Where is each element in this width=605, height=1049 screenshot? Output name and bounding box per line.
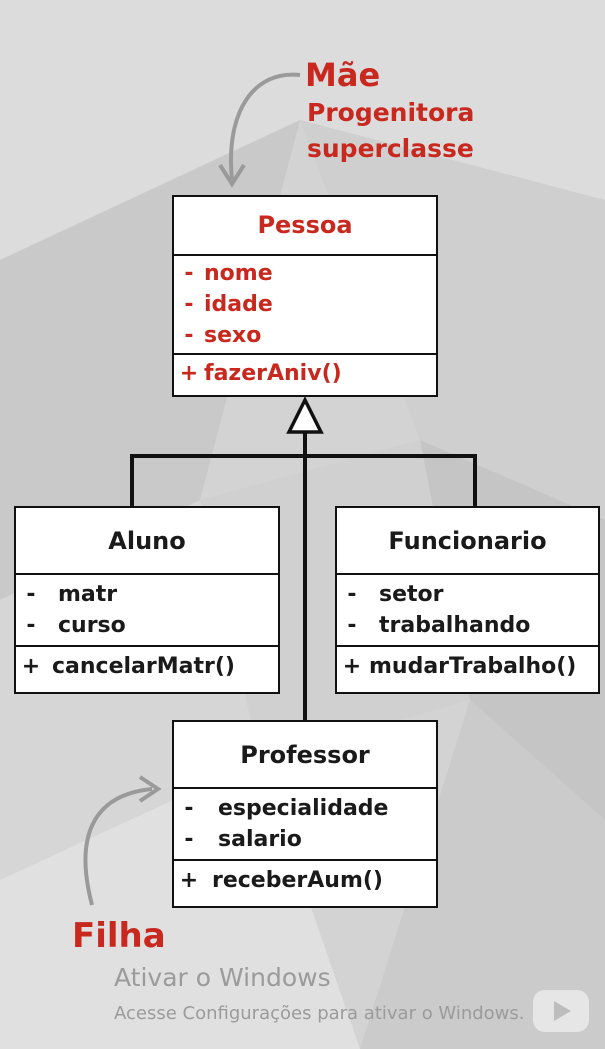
class-pessoa-methods: +fazerAniv() bbox=[174, 355, 436, 389]
attribute-row: -sexo bbox=[184, 323, 262, 348]
child-arrow-icon bbox=[83, 787, 153, 906]
method-row: +fazerAniv() bbox=[179, 361, 342, 386]
method-row: +mudarTrabalho() bbox=[342, 654, 577, 679]
class-funcionario-attributes: -setor -trabalhando bbox=[337, 575, 598, 647]
class-professor-attributes: -especialidade -salario bbox=[174, 789, 436, 861]
child-label: Filha bbox=[72, 916, 166, 956]
child-arrowhead-icon bbox=[138, 775, 162, 803]
class-professor-title: Professor bbox=[174, 722, 436, 789]
class-aluno-attributes: -matr -curso bbox=[16, 575, 278, 647]
attribute-row: -curso bbox=[26, 613, 126, 638]
generalization-triangle-icon bbox=[286, 396, 324, 434]
method-row: +cancelarMatr() bbox=[21, 654, 235, 679]
class-aluno-methods: +cancelarMatr() bbox=[16, 647, 278, 682]
attribute-row: -salario bbox=[184, 827, 302, 852]
class-funcionario: Funcionario -setor -trabalhando +mudarTr… bbox=[335, 506, 600, 694]
progenitor-label: Progenitora bbox=[307, 98, 475, 127]
branch-line bbox=[130, 454, 477, 506]
attribute-row: -matr bbox=[26, 582, 118, 607]
class-professor-methods: +receberAum() bbox=[174, 861, 436, 896]
mother-label: Mãe bbox=[305, 56, 381, 94]
play-icon[interactable] bbox=[533, 990, 589, 1032]
mother-arrow-icon bbox=[229, 72, 301, 181]
attribute-row: -idade bbox=[184, 292, 273, 317]
attribute-row: -trabalhando bbox=[347, 613, 531, 638]
class-pessoa-attributes: -nome -idade -sexo bbox=[174, 256, 436, 355]
class-aluno-title: Aluno bbox=[16, 508, 278, 575]
attribute-row: -especialidade bbox=[184, 796, 389, 821]
activation-watermark-subtitle: Acesse Configurações para ativar o Windo… bbox=[114, 1003, 525, 1024]
class-pessoa: Pessoa -nome -idade -sexo +fazerAniv() bbox=[172, 195, 438, 397]
class-aluno: Aluno -matr -curso +cancelarMatr() bbox=[14, 506, 280, 694]
superclass-label: superclasse bbox=[307, 134, 474, 163]
mother-arrowhead-icon bbox=[218, 163, 246, 188]
class-professor: Professor -especialidade -salario +receb… bbox=[172, 720, 438, 908]
class-funcionario-methods: +mudarTrabalho() bbox=[337, 647, 598, 682]
activation-watermark-title: Ativar o Windows bbox=[114, 963, 331, 992]
class-pessoa-title: Pessoa bbox=[174, 197, 436, 256]
attribute-row: -setor bbox=[347, 582, 444, 607]
attribute-row: -nome bbox=[184, 261, 273, 286]
class-funcionario-title: Funcionario bbox=[337, 508, 598, 575]
method-row: +receberAum() bbox=[179, 868, 383, 893]
